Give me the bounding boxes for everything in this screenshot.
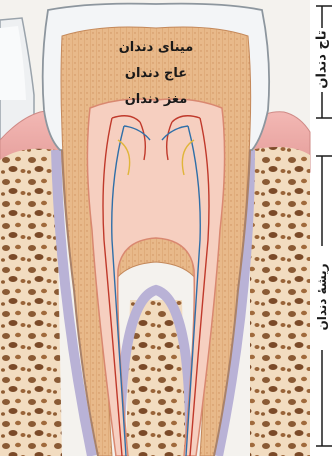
jaw-bone bbox=[0, 149, 62, 456]
enamel-label: مینای دندان bbox=[96, 40, 216, 55]
pulp-label: مغز دندان bbox=[96, 92, 216, 107]
root-label: ریشهٔ دندان bbox=[315, 237, 329, 357]
crown-label: تاج دندان bbox=[315, 0, 330, 120]
dentin-label: عاج دندان bbox=[96, 66, 216, 81]
